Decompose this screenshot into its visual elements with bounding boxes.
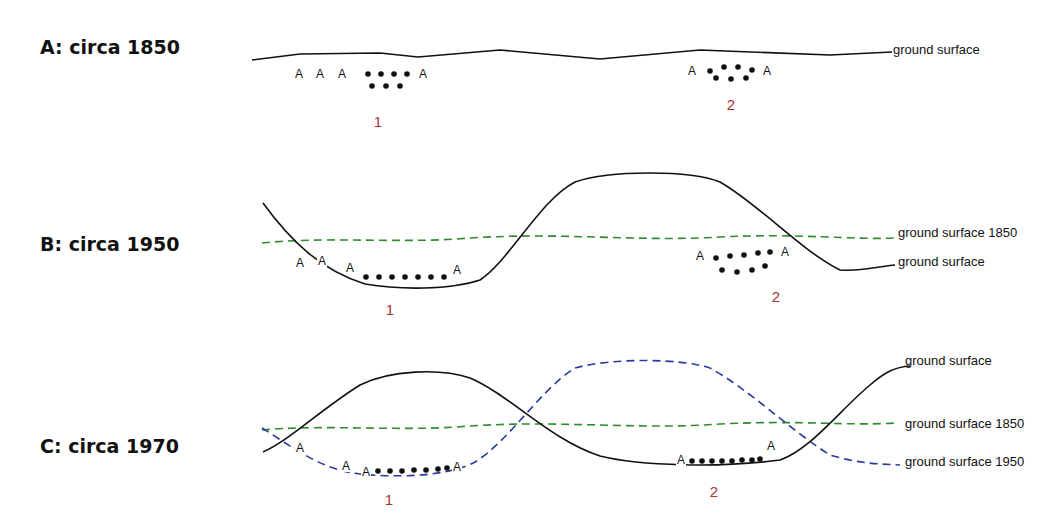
artifact-letter: A <box>452 461 462 473</box>
site-number: 1 <box>385 492 393 507</box>
surface-label: ground surface <box>905 354 992 367</box>
panel-title: A: circa 1850 <box>40 38 180 57</box>
ground-line-1950 <box>262 361 900 476</box>
surface-label: ground surface 1950 <box>905 455 1024 468</box>
artifact-letter: A <box>341 460 351 472</box>
artifact-letter: A <box>762 65 772 77</box>
artifact-letter: A <box>317 255 327 267</box>
ground-line-1850 <box>262 423 895 430</box>
ground-line <box>263 173 895 288</box>
artifact-dots <box>375 456 763 474</box>
artifact-letter: A <box>766 440 776 452</box>
artifact-letter: A <box>780 246 790 258</box>
artifact-letter: A <box>361 466 371 478</box>
artifact-dots <box>365 64 755 89</box>
ground-line <box>263 366 910 465</box>
site-number: 2 <box>772 289 780 304</box>
artifact-letter: A <box>294 68 304 80</box>
panel-title: B: circa 1950 <box>40 235 179 254</box>
site-number: 2 <box>710 484 718 499</box>
artifact-letter: A <box>337 68 347 80</box>
site-number: 1 <box>374 114 382 129</box>
panel-title: C: circa 1970 <box>40 437 179 456</box>
site-number: 1 <box>386 302 394 317</box>
artifact-letter: A <box>418 68 428 80</box>
surface-label: ground surface 1850 <box>905 417 1024 430</box>
artifact-letter: A <box>687 65 697 77</box>
artifact-letter: A <box>695 250 705 262</box>
artifact-letter: A <box>315 68 325 80</box>
ground-line-1850 <box>262 236 895 243</box>
site-number: 2 <box>727 97 735 112</box>
ground-line <box>252 50 892 60</box>
artifact-letter: A <box>295 257 305 269</box>
surface-label: ground surface 1850 <box>898 226 1017 239</box>
artifact-dots <box>363 249 773 280</box>
surface-label: ground surface <box>898 255 985 268</box>
surface-label: ground surface <box>893 43 980 56</box>
artifact-letter: A <box>345 262 355 274</box>
artifact-letter: A <box>295 442 305 454</box>
artifact-letter: A <box>676 454 686 466</box>
artifact-letter: A <box>452 264 462 276</box>
